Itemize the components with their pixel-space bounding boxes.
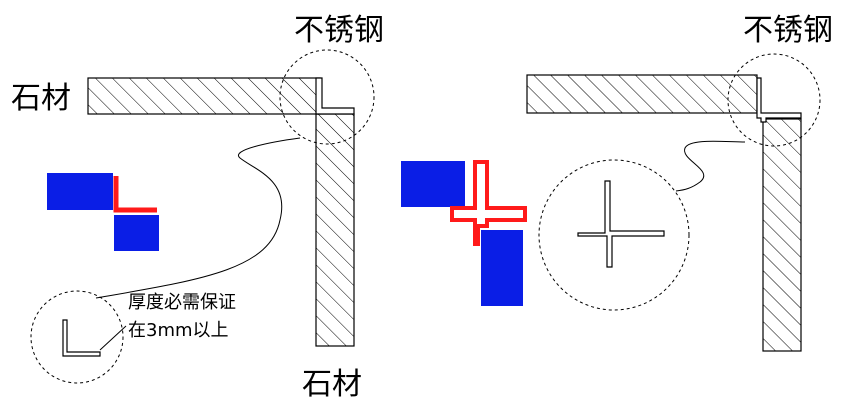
left-detail-circle <box>279 49 375 145</box>
note-line-1: 厚度必需保证 <box>128 292 236 313</box>
left-red-steel-profile <box>113 176 157 213</box>
right-stone-slab-vertical <box>762 118 802 352</box>
left-small-angle-icon <box>62 319 101 357</box>
right-blue-block-top <box>401 161 465 207</box>
right-stone-slab-horizontal <box>526 74 758 114</box>
label-left-steel: 不锈钢 <box>294 13 384 48</box>
left-detail: 石材 不锈钢 石材 厚度必需保证 在3mm以上 <box>11 13 384 402</box>
right-steel-cross-profile <box>756 77 802 123</box>
note-line-2: 在3mm以上 <box>128 320 229 341</box>
left-leader-curve <box>95 137 301 299</box>
right-leader-curve <box>675 140 746 192</box>
right-magnified-cross-icon <box>577 180 665 268</box>
label-left-material-top: 石材 <box>11 81 71 116</box>
label-right-steel: 不锈钢 <box>743 13 833 48</box>
right-magnified-circle <box>538 159 690 311</box>
right-red-steel-profile <box>450 160 527 246</box>
left-stone-slab-vertical <box>315 113 355 347</box>
left-steel-angle <box>315 77 355 115</box>
note-leader-line <box>99 325 127 351</box>
left-blue-block-top <box>47 173 113 210</box>
left-small-detail-circle <box>30 290 124 384</box>
left-blue-block-bottom <box>114 215 159 251</box>
right-detail-circle <box>727 53 821 147</box>
right-blue-block-bottom <box>481 230 523 306</box>
label-left-material-bottom: 石材 <box>302 367 362 402</box>
left-stone-slab-horizontal <box>87 77 321 115</box>
right-detail: 不锈钢 <box>401 13 833 352</box>
